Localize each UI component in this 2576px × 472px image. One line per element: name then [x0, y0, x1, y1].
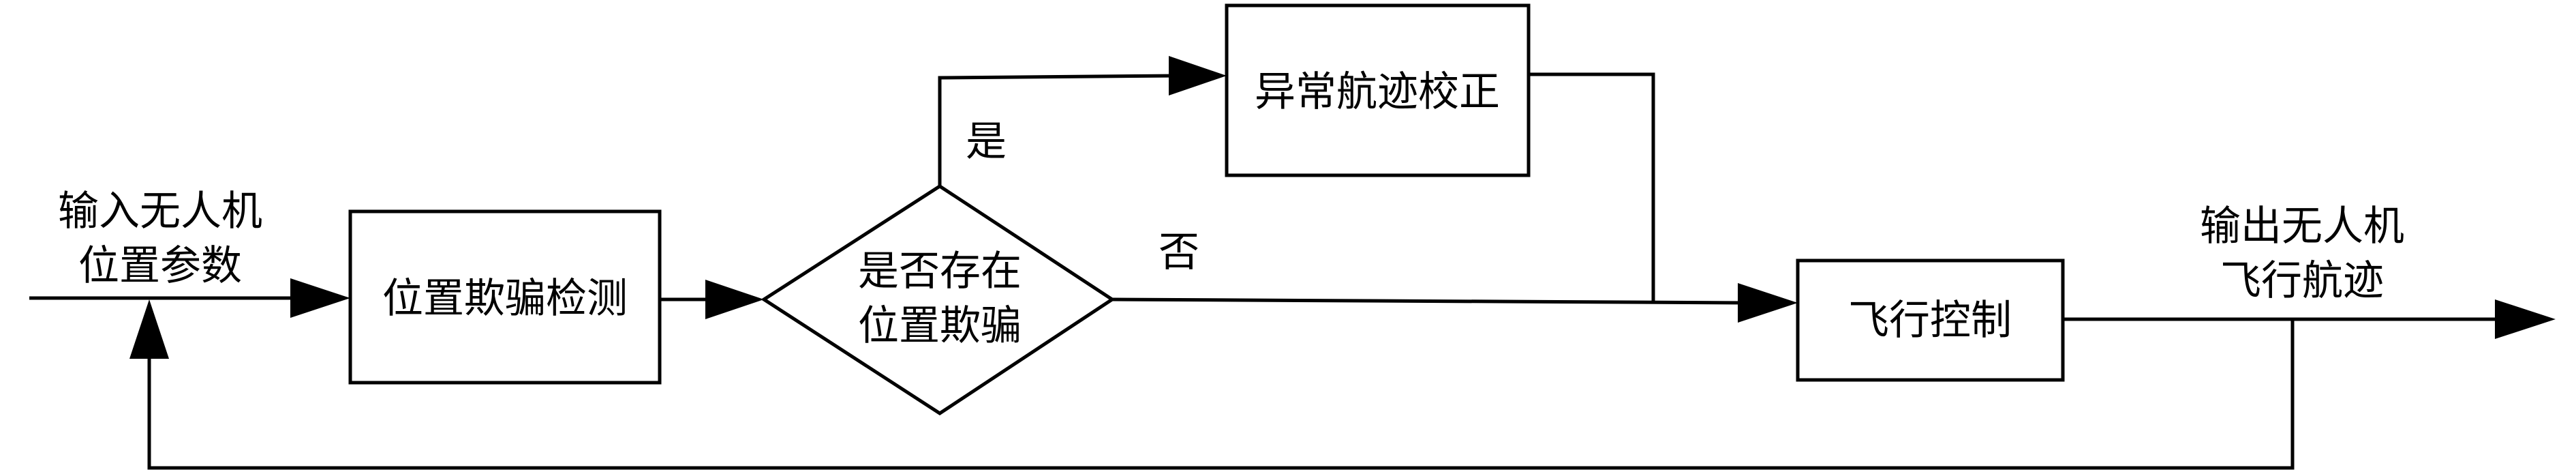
no-branch-line — [1111, 297, 1752, 305]
arrowhead-icon — [1169, 56, 1227, 95]
no-label: 否 — [1159, 228, 1199, 276]
decision-label-line1: 是否存在 — [858, 248, 1022, 295]
arrowhead-icon — [1738, 283, 1798, 323]
decision-label-line2: 位置欺骗 — [858, 302, 1022, 350]
input-label-line2: 位置参数 — [78, 242, 242, 290]
correct-label: 异常航迹校正 — [1255, 68, 1500, 116]
yes-branch-line — [938, 74, 1180, 186]
feedback-line — [147, 319, 2295, 470]
output-label-line1: 输出无人机 — [2200, 203, 2404, 250]
decision-diamond — [761, 184, 1116, 415]
correct-box — [1225, 3, 1531, 177]
control-box — [1796, 259, 2065, 382]
output-label-line2: 飞行航迹 — [2220, 257, 2384, 305]
arrowhead-icon — [2495, 299, 2556, 339]
arrowhead-icon — [705, 280, 764, 319]
detect-box — [348, 209, 662, 385]
yes-label: 是 — [966, 118, 1007, 166]
control-label: 飞行控制 — [1848, 297, 2012, 344]
correct-to-control-line — [1529, 72, 1655, 301]
arrowhead-icon — [290, 278, 350, 318]
detect-label: 位置欺骗检测 — [382, 275, 628, 323]
input-label-line1: 输入无人机 — [58, 188, 262, 235]
arrowhead-icon — [129, 299, 169, 359]
